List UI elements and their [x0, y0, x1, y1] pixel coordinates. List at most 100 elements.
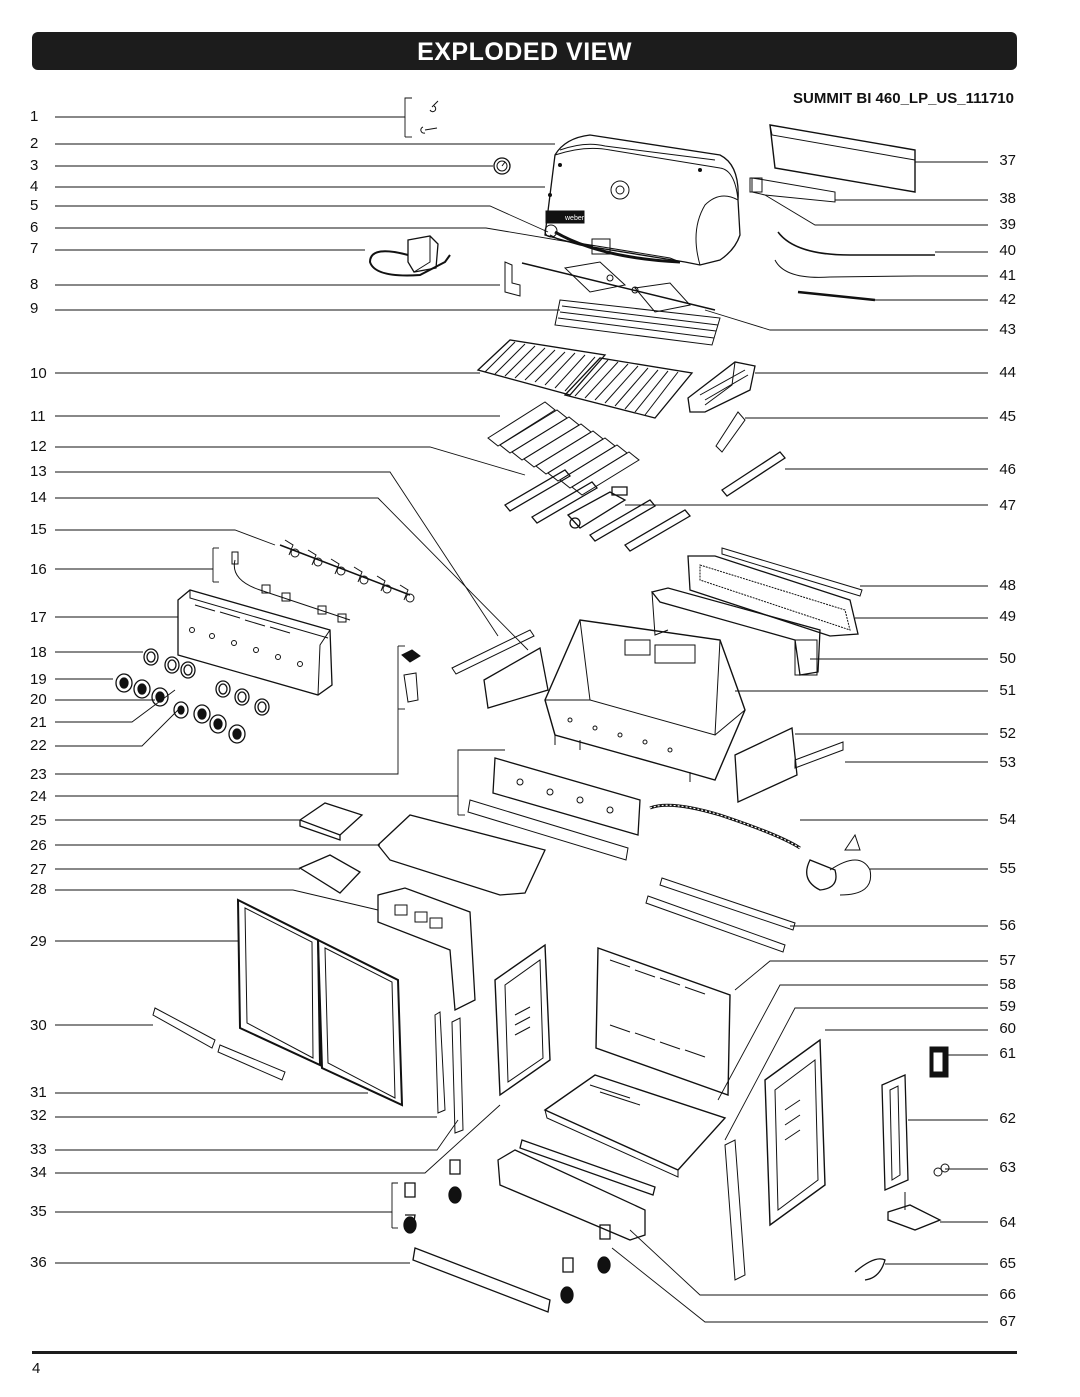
kick-plate: [413, 1248, 550, 1312]
callout-65: 65: [999, 1255, 1016, 1272]
rear-heat-shield: [688, 548, 862, 636]
page-number: 4: [32, 1360, 41, 1377]
callout-52: 52: [999, 725, 1016, 742]
callout-57: 57: [999, 952, 1016, 969]
control-knobs: [116, 649, 269, 743]
screw-set: [421, 101, 438, 133]
callout-21: 21: [30, 714, 47, 731]
cookbox: [545, 620, 745, 782]
callout-42: 42: [999, 291, 1016, 308]
callout-39: 39: [999, 216, 1016, 233]
burner-tubes: [505, 452, 785, 551]
side-burner-lid: [770, 125, 915, 192]
flavorizer-bars: [488, 402, 639, 495]
callout-30: 30: [30, 1017, 47, 1034]
control-panel: [178, 590, 332, 695]
callout-8: 8: [30, 276, 39, 293]
callout-51: 51: [999, 682, 1016, 699]
callout-59: 59: [999, 998, 1016, 1015]
callout-32: 32: [30, 1107, 47, 1124]
section-title: EXPLODED VIEW: [417, 38, 632, 66]
rotisserie-bracket: [505, 262, 520, 296]
cabinet-door-left: [238, 900, 320, 1065]
callout-18: 18: [30, 644, 47, 661]
valve-manifold: [232, 540, 414, 622]
callout-4: 4: [30, 178, 39, 195]
door-handles: [153, 1008, 285, 1080]
heat-deflector: [452, 630, 548, 708]
callout-38: 38: [999, 190, 1016, 207]
callout-12: 12: [30, 438, 47, 455]
cooking-grate-left: [478, 340, 605, 395]
callout-5: 5: [30, 197, 39, 214]
section-title-banner: EXPLODED VIEW: [32, 32, 1017, 70]
callout-24: 24: [30, 788, 47, 805]
side-burner-valve: [750, 178, 835, 202]
light-switch: [930, 1047, 948, 1077]
nut: [934, 1164, 949, 1176]
model-code: SUMMIT BI 460_LP_US_111710: [793, 90, 1014, 107]
mount-bracket: [882, 1075, 908, 1190]
caster-wheels: [404, 1160, 610, 1303]
callout-50: 50: [999, 650, 1016, 667]
rotisserie-motor: [370, 236, 450, 275]
thermometer: [494, 158, 510, 174]
callout-67: 67: [999, 1313, 1016, 1330]
callout-11: 11: [30, 408, 46, 425]
callout-25: 25: [30, 812, 47, 829]
callout-28: 28: [30, 881, 47, 898]
grill-lid: [545, 135, 740, 265]
callout-54: 54: [999, 811, 1016, 828]
cabinet-door-right: [318, 940, 402, 1105]
callout-7: 7: [30, 240, 39, 257]
leader-lines-right: [612, 162, 988, 1322]
callout-62: 62: [999, 1110, 1016, 1127]
callout-44: 44: [999, 364, 1016, 381]
cabinet-side-left: [495, 945, 550, 1095]
gas-hose: [650, 805, 800, 848]
sear-burner-cover: [716, 412, 745, 452]
lower-frame: [498, 1140, 655, 1240]
warming-rack: [555, 300, 720, 345]
callout-40: 40: [999, 242, 1016, 259]
callout-58: 58: [999, 976, 1016, 993]
callout-63: 63: [999, 1159, 1016, 1176]
rotisserie-spit: [522, 262, 715, 312]
leader-lines-left: [55, 98, 593, 1263]
door-frame-strips: [435, 1012, 463, 1133]
thermocouple-wires: [775, 232, 935, 300]
footer-rule: [32, 1351, 1017, 1354]
callout-47: 47: [999, 497, 1016, 514]
callout-20: 20: [30, 691, 47, 708]
lid-logo-text: weber: [564, 215, 585, 222]
cabinet-back-panel: [596, 948, 730, 1095]
callout-56: 56: [999, 917, 1016, 934]
callout-19: 19: [30, 671, 47, 688]
callout-53: 53: [999, 754, 1016, 771]
callout-43: 43: [999, 321, 1016, 338]
rear-panel: [652, 588, 820, 675]
callout-10: 10: [30, 365, 47, 382]
callout-37: 37: [999, 152, 1016, 169]
callout-31: 31: [30, 1084, 47, 1101]
callout-26: 26: [30, 837, 47, 854]
callout-55: 55: [999, 860, 1016, 877]
callout-17: 17: [30, 609, 47, 626]
callout-33: 33: [30, 1141, 47, 1158]
callout-15: 15: [30, 521, 47, 538]
callout-46: 46: [999, 461, 1016, 478]
callout-16: 16: [30, 561, 47, 578]
callout-9: 9: [30, 300, 39, 317]
callout-64: 64: [999, 1214, 1016, 1231]
callout-45: 45: [999, 408, 1016, 425]
callout-22: 22: [30, 737, 47, 754]
cooking-grate-right: [565, 358, 692, 418]
callout-1: 1: [30, 108, 39, 125]
igniter: [402, 650, 420, 702]
cabinet-side-right: [725, 1040, 825, 1280]
front-manifold-panel: [468, 758, 640, 860]
callout-36: 36: [30, 1254, 47, 1271]
callout-49: 49: [999, 608, 1016, 625]
callout-48: 48: [999, 577, 1016, 594]
